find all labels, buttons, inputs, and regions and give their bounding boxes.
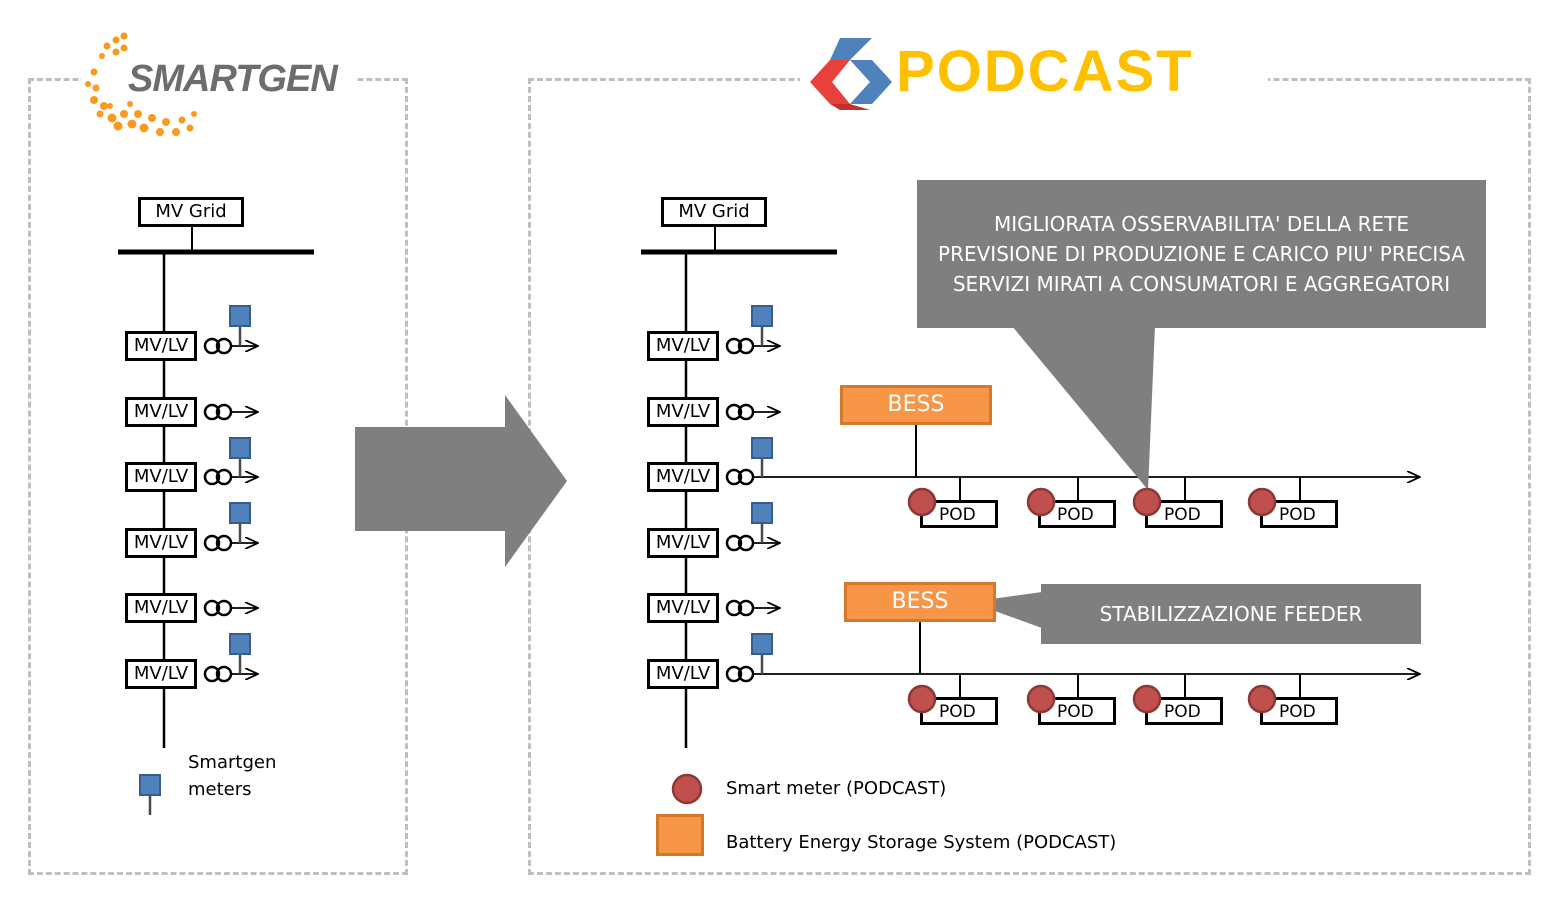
callout-line-3: SERVIZI MIRATI A CONSUMATORI E AGGREGATO… bbox=[952, 272, 1451, 296]
legend-smart-meter-icon bbox=[671, 773, 703, 805]
smart-meter-icon bbox=[1132, 487, 1162, 517]
legend-smart-meter-label: Smart meter (PODCAST) bbox=[726, 778, 947, 799]
podcast-logo-text: PODCAST bbox=[896, 39, 1194, 104]
callout-observability: MIGLIORATA OSSERVABILITA' DELLA RETE PRE… bbox=[917, 180, 1486, 328]
mvlv-box: MV/LV bbox=[647, 528, 719, 558]
smart-meter-icon bbox=[1026, 487, 1056, 517]
pod-box: POD bbox=[920, 500, 998, 528]
smartgen-logo: SMARTGEN bbox=[82, 28, 357, 143]
smart-meter-icon bbox=[907, 487, 937, 517]
mvlv-box: MV/LV bbox=[647, 659, 719, 689]
smart-meter-icon bbox=[907, 684, 937, 714]
smartgen-logo-dots-icon bbox=[85, 32, 197, 136]
smartgen-legend-line1: Smartgen bbox=[188, 752, 277, 773]
legend-bess-label: Battery Energy Storage System (PODCAST) bbox=[726, 832, 1117, 853]
smartgen-legend-line2: meters bbox=[188, 779, 252, 800]
smartgen-logo-text: SMARTGEN bbox=[128, 58, 338, 100]
mv-grid-box-right: MV Grid bbox=[661, 197, 767, 227]
callout-feeder-stabilization: STABILIZZAZIONE FEEDER bbox=[1041, 584, 1421, 644]
mvlv-box: MV/LV bbox=[647, 397, 719, 427]
mvlv-box: MV/LV bbox=[125, 659, 197, 689]
mv-grid-box-left: MV Grid bbox=[138, 197, 244, 227]
legend-bess-icon bbox=[656, 814, 704, 856]
mvlv-box: MV/LV bbox=[125, 331, 197, 361]
mvlv-box: MV/LV bbox=[647, 331, 719, 361]
mvlv-box: MV/LV bbox=[647, 462, 719, 492]
mvlv-box: MV/LV bbox=[647, 593, 719, 623]
smart-meter-icon bbox=[1247, 487, 1277, 517]
transition-arrow-icon bbox=[355, 395, 567, 567]
mvlv-box: MV/LV bbox=[125, 593, 197, 623]
smart-meter-icon bbox=[1247, 684, 1277, 714]
mvlv-box: MV/LV bbox=[125, 528, 197, 558]
callout-line-1: MIGLIORATA OSSERVABILITA' DELLA RETE bbox=[993, 212, 1410, 236]
callout-line-2: PREVISIONE DI PRODUZIONE E CARICO PIU' P… bbox=[938, 242, 1465, 266]
smart-meter-icon bbox=[1132, 684, 1162, 714]
mvlv-box: MV/LV bbox=[125, 462, 197, 492]
bess-box: BESS bbox=[840, 385, 992, 425]
podcast-logo-mark-icon bbox=[810, 38, 892, 110]
bess-box: BESS bbox=[844, 582, 996, 622]
podcast-logo: PODCAST bbox=[800, 28, 1268, 116]
smart-meter-icon bbox=[1026, 684, 1056, 714]
mvlv-box: MV/LV bbox=[125, 397, 197, 427]
callout-top-pointer bbox=[1012, 326, 1155, 490]
